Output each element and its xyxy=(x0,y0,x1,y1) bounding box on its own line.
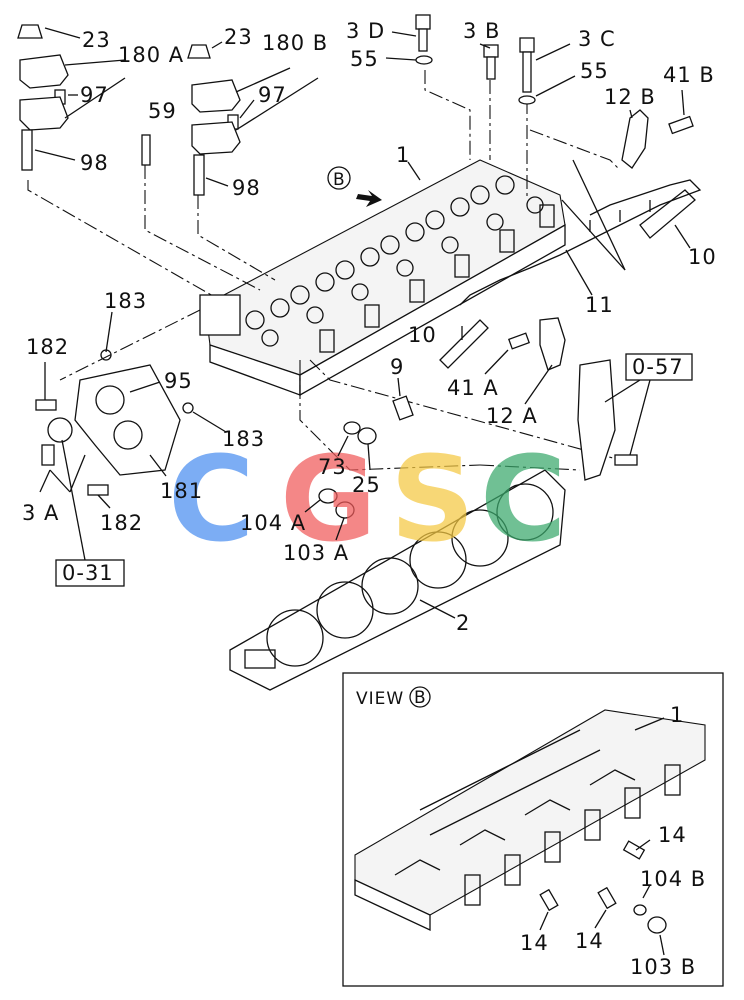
label-23-a: 23 xyxy=(82,28,111,52)
housing-assembly xyxy=(35,294,241,496)
view-b-marker: B xyxy=(414,688,427,708)
callouts: 23 180 A 97 98 59 23 180 B 97 98 3 D 55 … xyxy=(22,19,717,635)
leader-lines xyxy=(27,70,621,471)
label-3-c: 3 C xyxy=(578,27,616,51)
watermark-letter-3: S xyxy=(390,430,475,568)
label-11: 11 xyxy=(585,293,614,317)
label-12-b: 12 B xyxy=(604,85,656,109)
label-98-b: 98 xyxy=(232,176,261,200)
head-bolts xyxy=(415,14,536,105)
label-180-a: 180 A xyxy=(118,43,184,67)
label-0-31: 0-31 xyxy=(62,561,114,585)
label-9: 9 xyxy=(390,355,404,379)
label-183-a: 183 xyxy=(104,289,147,313)
bearing-caps-right xyxy=(187,44,241,196)
view-label-103-b: 103 B xyxy=(630,955,696,979)
label-59: 59 xyxy=(148,99,177,123)
view-b-inset: VIEW B 1 14 104 B 14 14 103 B xyxy=(342,672,724,987)
label-103-a: 103 A xyxy=(283,541,349,565)
mid-components xyxy=(392,317,566,421)
label-55-b: 55 xyxy=(580,59,609,83)
label-180-b: 180 B xyxy=(262,31,328,55)
ref-box-0-57[interactable] xyxy=(625,353,693,381)
arrow-icon xyxy=(356,190,382,207)
label-97-b: 97 xyxy=(258,83,287,107)
label-41-b: 41 B xyxy=(663,63,715,87)
view-label-14-c: 14 xyxy=(575,929,604,953)
label-23-b: 23 xyxy=(224,25,253,49)
label-3-d: 3 D xyxy=(346,19,385,43)
cylinder-head xyxy=(204,159,566,397)
label-97-a: 97 xyxy=(80,83,109,107)
label-25: 25 xyxy=(352,473,381,497)
view-label-14-b: 14 xyxy=(520,931,549,955)
view-marker-circle xyxy=(327,166,351,190)
label-41-a: 41 A xyxy=(447,376,499,400)
view-label-1: 1 xyxy=(670,703,684,727)
label-0-57: 0-57 xyxy=(632,355,684,379)
label-10-a: 10 xyxy=(688,245,717,269)
label-182-a: 182 xyxy=(26,335,69,359)
label-12-a: 12 A xyxy=(486,404,538,428)
watermark: C G S C xyxy=(168,430,567,568)
label-183-b: 183 xyxy=(222,427,265,451)
label-10-b: 10 xyxy=(408,323,437,347)
ref-box-0-31[interactable] xyxy=(55,559,125,587)
label-181: 181 xyxy=(160,479,203,503)
watermark-letter-1: C xyxy=(168,430,255,568)
label-182-b: 182 xyxy=(100,511,143,535)
right-components xyxy=(459,109,702,306)
bearing-caps-left xyxy=(17,24,151,171)
label-95: 95 xyxy=(164,369,193,393)
label-55-a: 55 xyxy=(350,47,379,71)
view-label-14-a: 14 xyxy=(658,823,687,847)
label-3-a: 3 A xyxy=(22,501,59,525)
seals xyxy=(318,421,377,519)
label-1: 1 xyxy=(396,143,410,167)
label-73: 73 xyxy=(318,455,347,479)
view-label-104-b: 104 B xyxy=(640,867,706,891)
view-b-title: VIEW xyxy=(356,689,404,709)
label-98-a: 98 xyxy=(80,151,109,175)
watermark-letter-4: C xyxy=(480,430,567,568)
label-104-a: 104 A xyxy=(240,511,306,535)
label-2: 2 xyxy=(456,611,470,635)
rear-bracket xyxy=(577,359,638,481)
head-gasket xyxy=(229,469,566,691)
view-marker-main: B xyxy=(333,170,346,190)
label-3-b: 3 B xyxy=(463,19,500,43)
watermark-letter-2: G xyxy=(280,430,377,568)
